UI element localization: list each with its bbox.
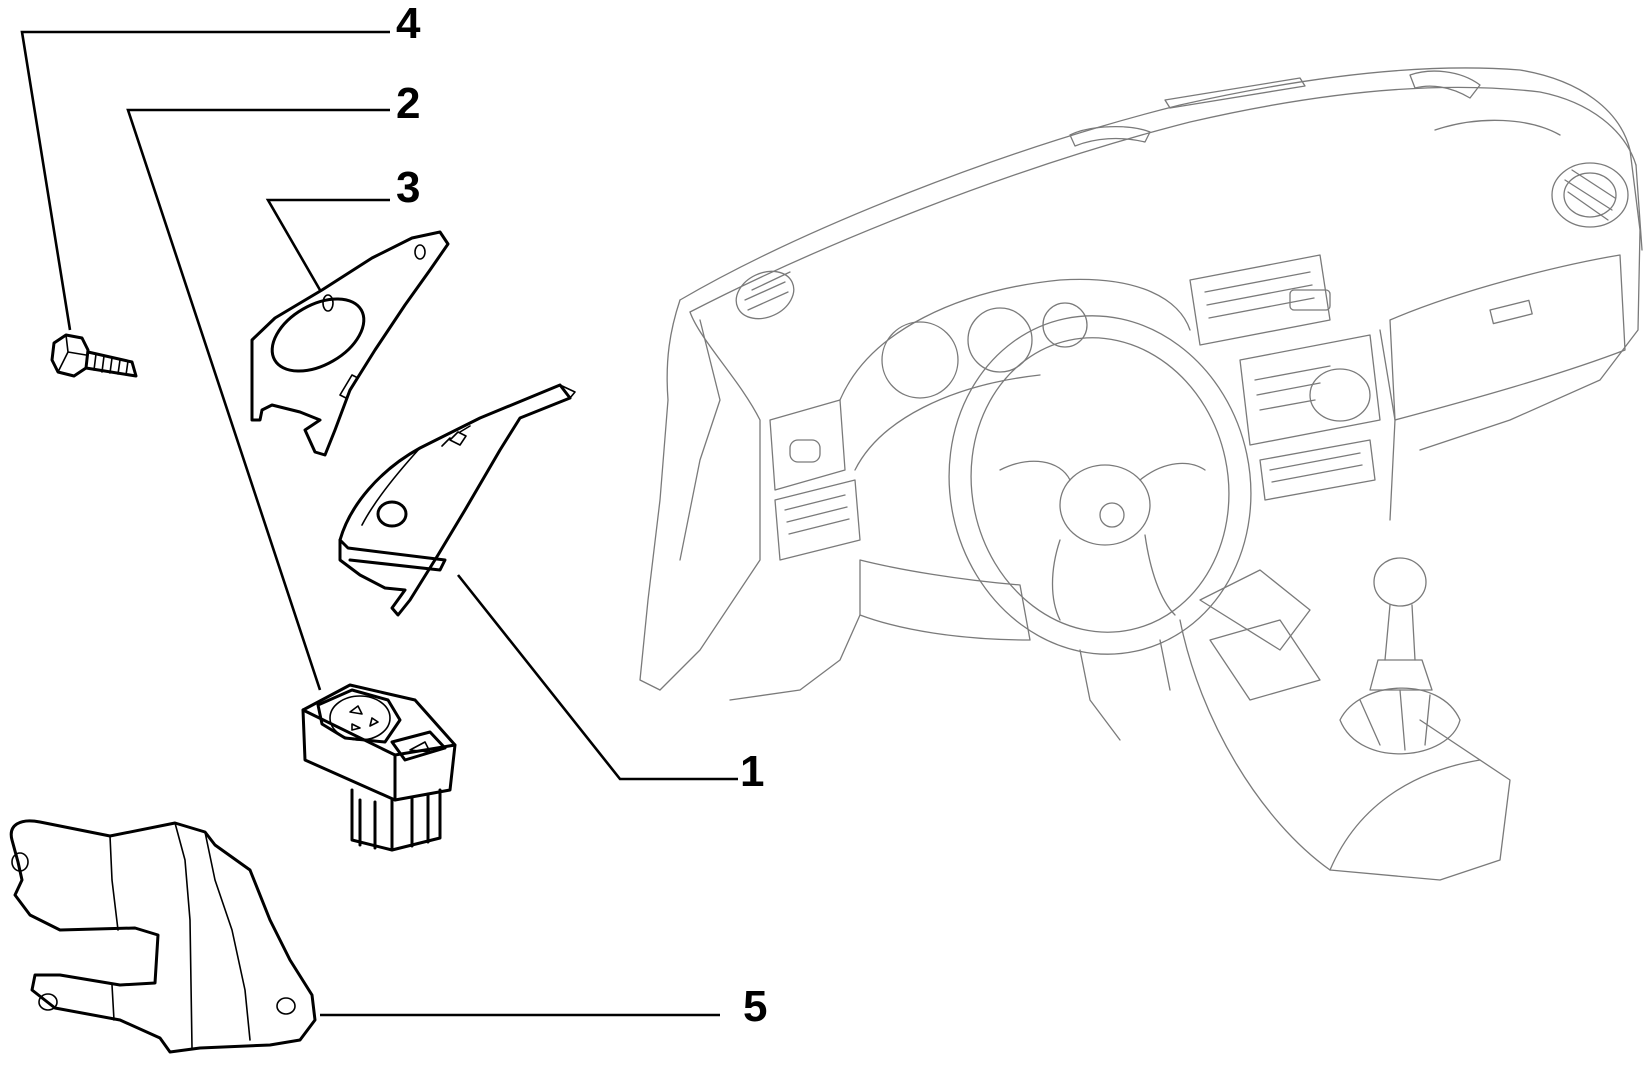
- leader-line-1: [456, 574, 738, 781]
- leader-line-4: [20, 30, 390, 331]
- callout-labels: 4 2 3 1 5: [396, 0, 767, 1031]
- callout-5: 5: [743, 982, 767, 1031]
- mounting-plate-icon: [250, 230, 450, 457]
- leader-line-2: [126, 108, 390, 691]
- leader-lines: [20, 30, 738, 1017]
- mirror-control-switch-icon: [301, 683, 457, 852]
- callout-2: 2: [396, 79, 420, 128]
- switch-housing-bezel-icon: [338, 383, 576, 617]
- leader-line-3: [265, 198, 390, 291]
- callout-4: 4: [396, 0, 421, 48]
- dashboard-assembly-outline: [639, 67, 1643, 881]
- callout-1: 1: [740, 747, 764, 796]
- callout-3: 3: [396, 163, 420, 212]
- bolt-icon: [50, 333, 138, 378]
- support-bracket-icon: [9, 819, 317, 1054]
